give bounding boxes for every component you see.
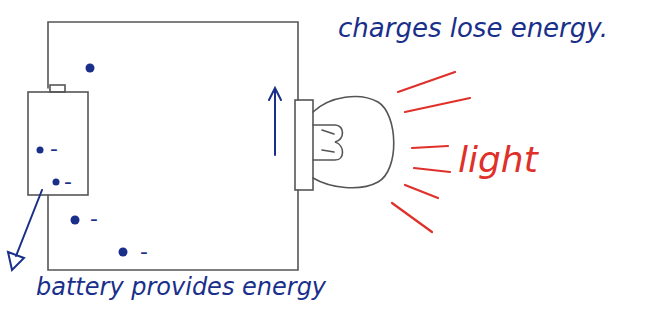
- charge-dot: [37, 147, 44, 154]
- minus-sign: -: [90, 207, 98, 231]
- light-ray: [405, 185, 438, 198]
- arrow-head: [8, 252, 24, 270]
- minus-sign: -: [140, 240, 148, 264]
- bulb-filament: [322, 130, 334, 152]
- wire: [48, 190, 298, 270]
- charge-dot: [71, 216, 80, 225]
- note-text: charges lose energy.: [338, 14, 608, 43]
- bulb-socket: [295, 100, 313, 190]
- light-ray: [398, 72, 455, 92]
- minus-sign: -: [50, 137, 58, 161]
- charge-dot: [86, 64, 95, 73]
- bulb-glass: [313, 97, 394, 188]
- battery-terminal: [50, 85, 65, 92]
- light-ray: [414, 168, 450, 172]
- wire: [48, 22, 298, 100]
- battery-symbol: [28, 92, 88, 195]
- arrow-head: [269, 88, 281, 100]
- note-text: battery provides energy: [36, 274, 326, 300]
- leader-line: [16, 190, 42, 256]
- minus-sign: -: [64, 170, 72, 194]
- light-label: light: [458, 140, 538, 180]
- light-ray: [392, 203, 432, 232]
- light-ray: [412, 146, 448, 148]
- light-ray: [405, 98, 470, 112]
- current-arrow: [274, 90, 276, 155]
- charge-dot: [53, 179, 60, 186]
- charge-dot: [119, 248, 128, 257]
- bulb-filament: [313, 125, 343, 160]
